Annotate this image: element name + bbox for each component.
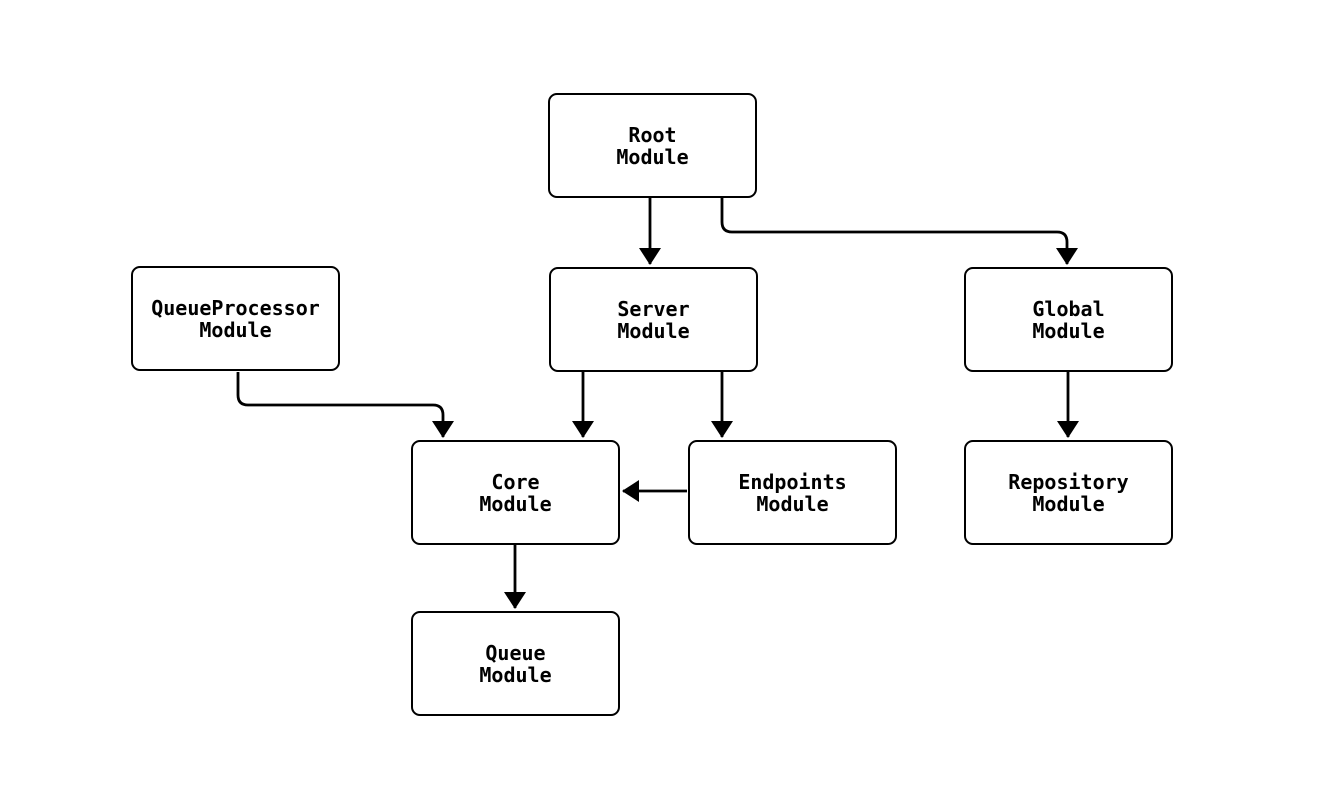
node-global-module-label-line1: Global (1032, 296, 1105, 321)
node-repository-module-label-line1: Repository (1008, 469, 1129, 494)
node-queue-module: Queue Module (411, 611, 620, 716)
node-endpoints-module-label-line1: Endpoints (738, 469, 847, 494)
node-server-module-label-line2: Module (617, 318, 690, 343)
node-queue-module-label-line2: Module (479, 662, 552, 687)
node-root-module: Root Module (548, 93, 757, 198)
edge-root-to-global (720, 197, 1078, 265)
node-root-module-label-line2: Module (616, 144, 689, 169)
node-root-module-label-line1: Root (628, 122, 677, 147)
node-queue-module-label-line1: Queue (485, 640, 546, 665)
node-server-module: Server Module (549, 267, 758, 372)
node-core-module-label-line2: Module (479, 491, 552, 516)
node-core-module: Core Module (411, 440, 620, 545)
node-endpoints-module: Endpoints Module (688, 440, 897, 545)
edge-queueprocessor-to-core (236, 372, 454, 438)
node-endpoints-module-label-line2: Module (756, 491, 829, 516)
node-repository-module-label-line2: Module (1032, 491, 1105, 516)
node-global-module: Global Module (964, 267, 1173, 372)
node-global-module-label-line2: Module (1032, 318, 1105, 343)
node-server-module-label-line1: Server (617, 296, 690, 321)
node-queueprocessor-module-label-line2: Module (199, 317, 272, 342)
node-queueprocessor-module: QueueProcessor Module (131, 266, 340, 371)
node-core-module-label-line1: Core (491, 469, 540, 494)
node-repository-module: Repository Module (964, 440, 1173, 545)
node-queueprocessor-module-label-line1: QueueProcessor (151, 295, 320, 320)
